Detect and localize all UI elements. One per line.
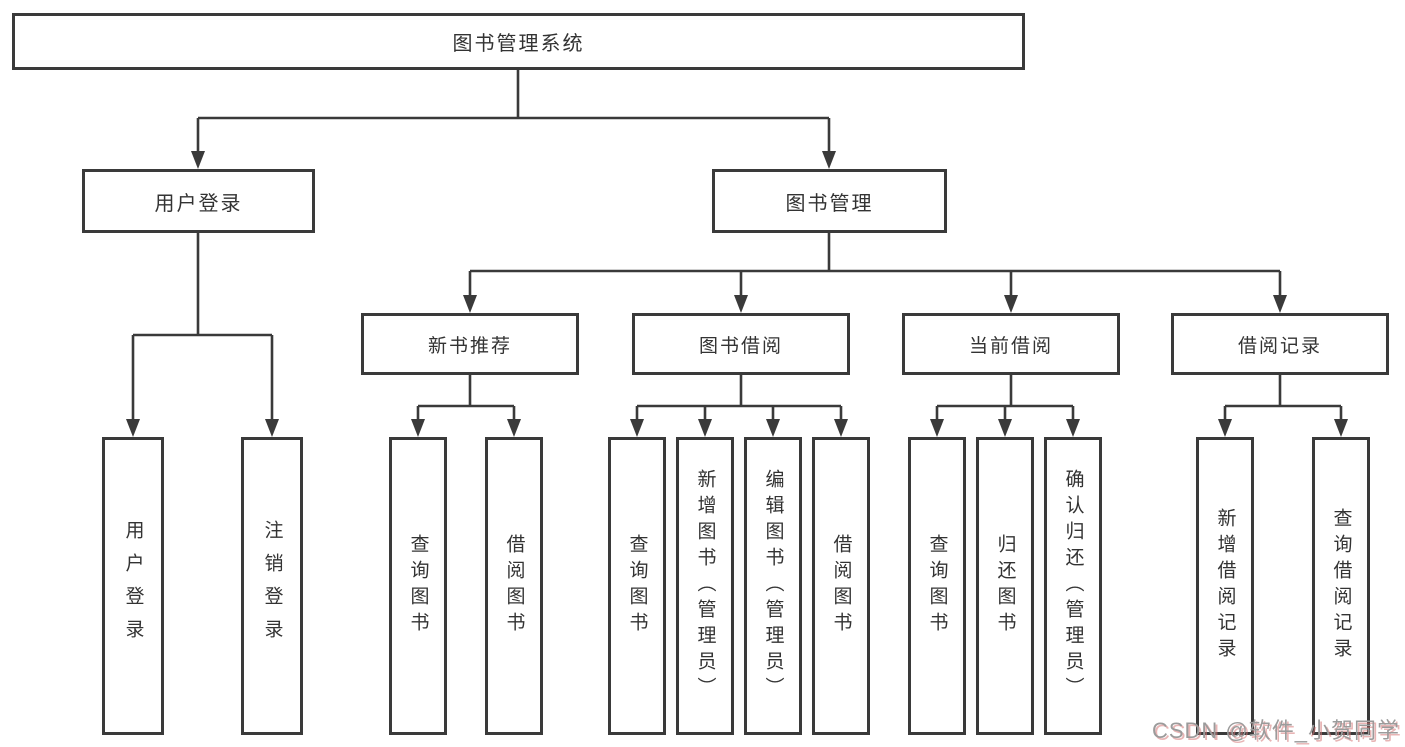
node-new-book-recommend: 新书推荐: [361, 313, 579, 375]
watermark: CSDN @软件_小贺同学: [1151, 718, 1400, 743]
node-leaf-return-book-label: 归还图书: [994, 534, 1016, 638]
node-user-login-label: 用户登录: [154, 192, 243, 215]
node-current-borrow-label: 当前借阅: [968, 335, 1053, 357]
node-leaf-add-borrow-record: 新增借阅记录: [1196, 437, 1254, 735]
node-root: 图书管理系统: [12, 13, 1025, 70]
node-leaf-borrow-books-label: 借阅图书: [830, 534, 852, 638]
node-leaf-user-login: 用户登录: [102, 437, 164, 735]
node-leaf-confirm-return-admin: 确认归还（管理员）: [1044, 437, 1102, 735]
node-leaf-edit-book-admin-label: 编辑图书（管理员）: [762, 469, 784, 703]
node-root-label: 图书管理系统: [452, 33, 585, 55]
node-leaf-query-books-current: 查询图书: [908, 437, 966, 735]
node-user-login: 用户登录: [82, 169, 315, 233]
node-leaf-query-books-recommend-label: 查询图书: [407, 534, 429, 638]
node-new-book-recommend-label: 新书推荐: [427, 335, 512, 357]
node-leaf-edit-book-admin: 编辑图书（管理员）: [744, 437, 802, 735]
node-leaf-query-books-borrow: 查询图书: [608, 437, 666, 735]
node-leaf-query-borrow-record: 查询借阅记录: [1312, 437, 1370, 735]
node-leaf-add-book-admin: 新增图书（管理员）: [676, 437, 734, 735]
node-leaf-query-books-borrow-label: 查询图书: [626, 534, 648, 638]
node-leaf-add-borrow-record-label: 新增借阅记录: [1214, 508, 1236, 664]
node-leaf-return-book: 归还图书: [976, 437, 1034, 735]
node-book-management: 图书管理: [712, 169, 947, 233]
node-borrow-records: 借阅记录: [1171, 313, 1389, 375]
node-leaf-logout-label: 注销登录: [261, 520, 283, 652]
node-current-borrow: 当前借阅: [902, 313, 1120, 375]
node-leaf-query-borrow-record-label: 查询借阅记录: [1330, 508, 1352, 664]
node-book-borrow: 图书借阅: [632, 313, 850, 375]
node-borrow-records-label: 借阅记录: [1237, 335, 1322, 357]
node-leaf-confirm-return-admin-label: 确认归还（管理员）: [1062, 469, 1084, 703]
arrowheads: [126, 151, 1348, 437]
node-leaf-logout: 注销登录: [241, 437, 303, 735]
node-leaf-user-login-label: 用户登录: [122, 520, 144, 652]
node-book-management-label: 图书管理: [785, 192, 874, 215]
node-leaf-borrow-books-recommend-label: 借阅图书: [503, 534, 525, 638]
node-leaf-query-books-recommend: 查询图书: [389, 437, 447, 735]
node-book-borrow-label: 图书借阅: [698, 335, 783, 357]
node-leaf-borrow-books: 借阅图书: [812, 437, 870, 735]
node-leaf-add-book-admin-label: 新增图书（管理员）: [694, 469, 716, 703]
node-leaf-borrow-books-recommend: 借阅图书: [485, 437, 543, 735]
node-leaf-query-books-current-label: 查询图书: [926, 534, 948, 638]
